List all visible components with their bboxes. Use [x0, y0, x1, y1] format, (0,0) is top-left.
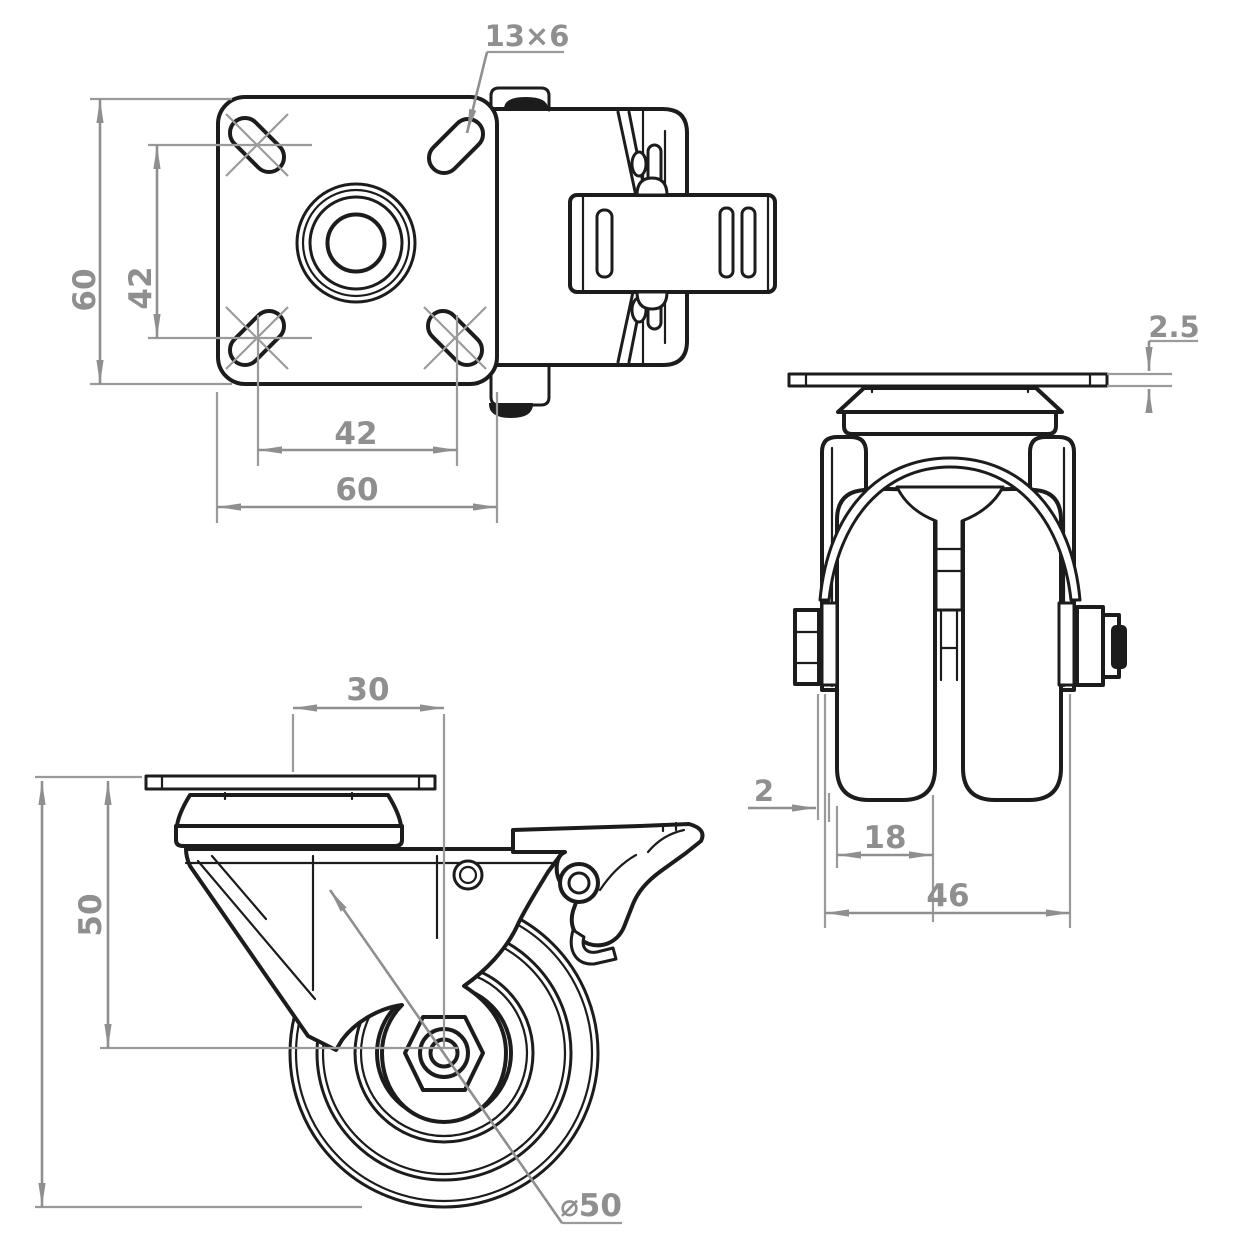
dim-label-hole-pitch-h: 42 — [334, 416, 377, 452]
swivel-center-rings — [295, 182, 417, 304]
brake-lever-side — [511, 821, 705, 966]
fork-bolt-hole — [452, 859, 484, 891]
wheel-right-front — [961, 487, 1063, 802]
brake-pedal-arm — [511, 822, 705, 948]
brake-pedal-top-view — [568, 176, 777, 311]
plate-edge-side — [144, 774, 437, 791]
pedal-slot — [740, 206, 757, 279]
fork-bolt-hole-inner — [458, 865, 478, 885]
washer-strip — [820, 601, 839, 687]
axle-end-cap — [1111, 625, 1127, 669]
dim-label-wheel-diameter: ⌀50 — [560, 1188, 622, 1224]
bracket-slant — [616, 110, 638, 198]
dust-cap-side — [175, 793, 403, 828]
fitting-tab-bottom — [488, 363, 551, 419]
ring — [308, 195, 404, 291]
dim-label-hole-pitch-v: 42 — [123, 266, 159, 309]
dim-label-slot-size: 13×6 — [485, 19, 570, 53]
dim-label-swivel-offset: 30 — [346, 672, 389, 708]
front-view: 2.5 2 18 46 — [748, 310, 1200, 928]
ring — [295, 182, 417, 304]
ring — [301, 188, 411, 298]
leader-line — [465, 51, 489, 134]
top-view-dimensions: 60 42 42 60 13×6 — [67, 19, 569, 523]
fork-slant-line — [210, 854, 268, 921]
dim-label-plate-to-axle: 50 — [73, 893, 109, 936]
tab-outline — [489, 86, 551, 112]
pedal-boss — [635, 176, 669, 197]
pedal-slot — [718, 206, 735, 279]
nut-body — [793, 608, 821, 686]
side-view: 30 50 ⌀50 — [35, 672, 705, 1225]
side-view-dimensions: 30 50 ⌀50 — [35, 672, 622, 1225]
dim-label-wheel-width: 18 — [863, 820, 906, 856]
washer-strip — [1057, 601, 1076, 687]
pedal-boss — [635, 290, 669, 311]
dim-label-plate-width: 60 — [335, 472, 378, 508]
tab-outline — [489, 363, 551, 407]
front-view-dimensions: 2.5 2 18 46 — [748, 310, 1200, 928]
fork-arch — [818, 456, 1082, 602]
dim-label-plate-height: 60 — [67, 268, 103, 311]
pedal-slot — [595, 208, 614, 279]
tab-dome — [503, 96, 549, 110]
swivel-head-front — [836, 386, 1064, 414]
brake-arm-curve — [646, 828, 686, 854]
cross-line — [423, 306, 487, 370]
ring-bold — [325, 212, 387, 274]
brake-pivot-inner — [567, 871, 591, 895]
fork-slant-line — [196, 859, 317, 1001]
swivel-head-band — [842, 410, 1058, 436]
mounting-plate — [216, 95, 499, 386]
bracket-ear — [630, 150, 648, 178]
fitting-tab-top — [489, 86, 551, 112]
plate-edge-front — [787, 372, 1109, 388]
tab-dome — [488, 403, 534, 419]
dim-label-overall-width: 46 — [926, 878, 969, 914]
dim-label-rim-offset: 2 — [754, 774, 774, 808]
top-view: 60 42 42 60 13×6 — [67, 19, 777, 523]
brake-arm-curve — [598, 853, 638, 892]
dim-label-plate-thickness: 2.5 — [1148, 310, 1199, 344]
fork-body-side — [184, 847, 567, 1124]
dust-cap-band — [174, 824, 404, 848]
brake-pawl-hook — [569, 928, 618, 966]
wheel-left-front — [835, 487, 937, 802]
brake-bracket-top — [616, 110, 663, 198]
axle-nut-left — [793, 601, 839, 687]
leader-line — [328, 889, 564, 1224]
axle-nut-right — [1057, 601, 1127, 687]
nut-body — [1075, 605, 1105, 687]
